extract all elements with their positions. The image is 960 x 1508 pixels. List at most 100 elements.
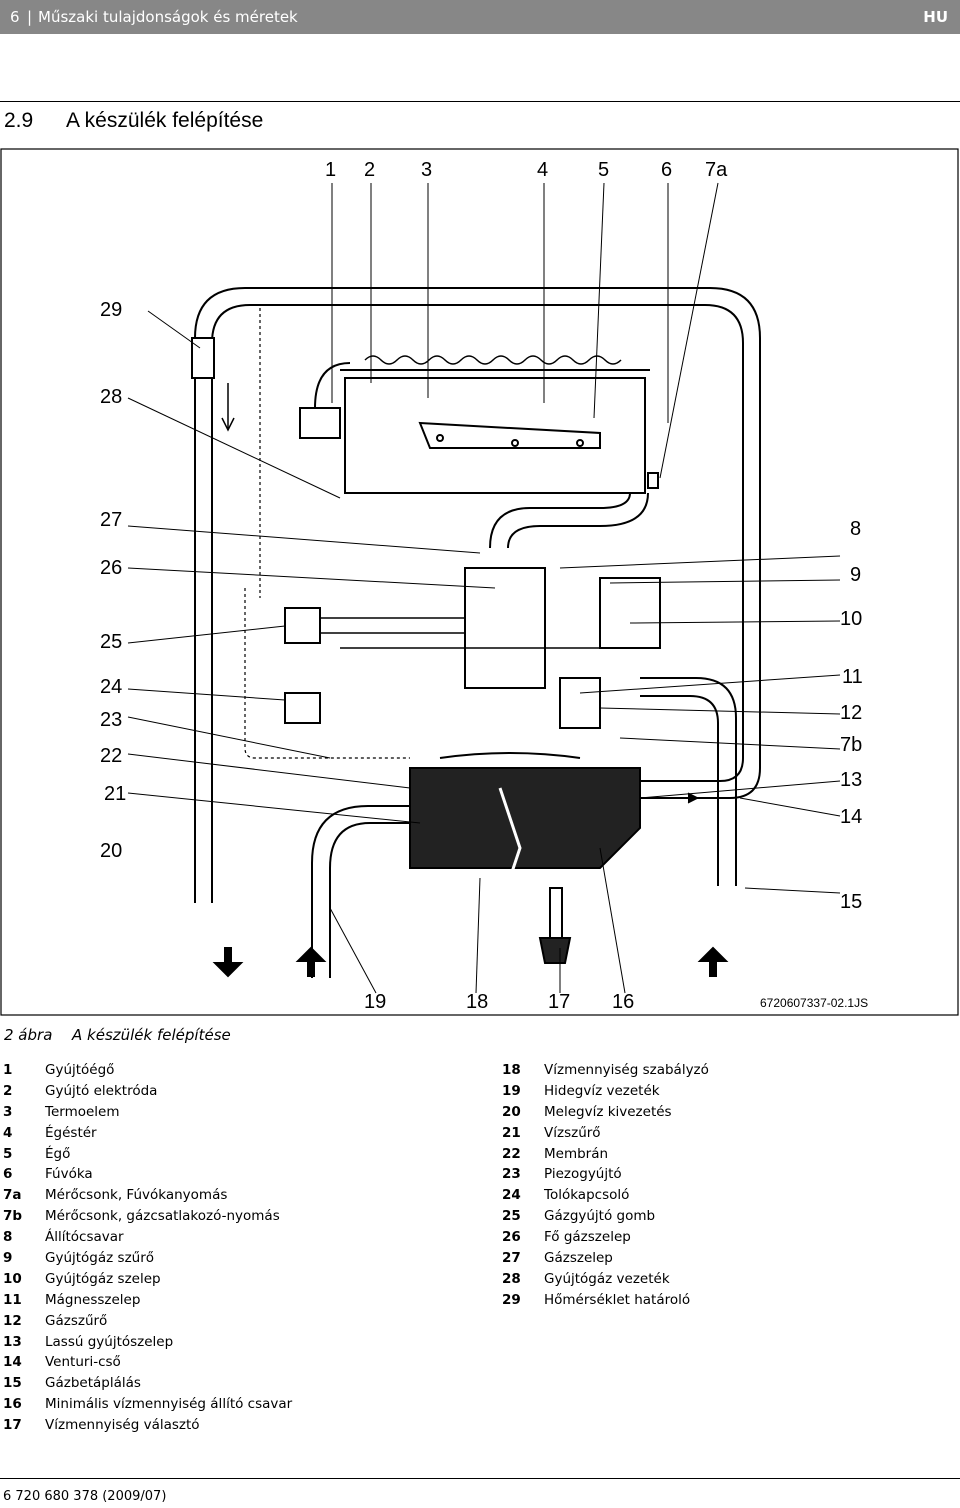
legend-key: 28	[502, 1270, 521, 1287]
legend-row: 13 Lassú gyújtószelep	[3, 1332, 292, 1353]
legend-row: 14 Venturi-cső	[3, 1352, 292, 1373]
legend-label: Melegvíz kivezetés	[544, 1103, 672, 1120]
legend-key: 17	[3, 1417, 22, 1434]
callout-6: 6	[661, 159, 672, 181]
legend-key: 2	[3, 1082, 13, 1099]
legend-row: 10 Gyújtógáz szelep	[3, 1269, 292, 1290]
legend-label: Lassú gyújtószelep	[45, 1333, 174, 1350]
callout-23: 23	[100, 709, 122, 731]
callout-21: 21	[104, 783, 126, 805]
callout-15: 15	[840, 891, 862, 913]
callout-14: 14	[840, 806, 862, 828]
callout-18: 18	[466, 991, 488, 1013]
callout-10: 10	[840, 608, 862, 630]
legend-key: 8	[3, 1229, 13, 1246]
callout-2: 2	[364, 159, 375, 181]
legend-label: Termoelem	[45, 1103, 120, 1120]
section-rule	[0, 101, 960, 102]
legend-row: 19 Hidegvíz vezeték	[502, 1081, 709, 1102]
legend-row: 1 Gyújtóégő	[3, 1060, 292, 1081]
callout-29: 29	[100, 299, 122, 321]
section-title: A készülék felépítése	[66, 109, 264, 132]
legend-key: 23	[502, 1166, 521, 1183]
legend-label: Gázszűrő	[45, 1312, 108, 1329]
legend-key: 16	[3, 1396, 22, 1413]
appliance-diagram: 1 2 3 4 5 6 7a 29 28 27 26 25 24 23 22 2…	[0, 148, 960, 1018]
footer-rule	[0, 1478, 960, 1479]
legend-label: Gyújtó elektróda	[45, 1082, 158, 1099]
legend-label: Gyújtóégő	[45, 1062, 115, 1078]
legend-label: Hidegvíz vezeték	[544, 1082, 660, 1099]
callout-12: 12	[840, 702, 862, 724]
page-header: 6 | Műszaki tulajdonságok és méretek HU	[0, 0, 960, 34]
callout-17: 17	[548, 991, 570, 1013]
legend-key: 15	[3, 1375, 22, 1392]
legend-key: 7a	[3, 1187, 22, 1204]
legend-key: 20	[502, 1103, 521, 1120]
legend-row: 20 Melegvíz kivezetés	[502, 1102, 709, 1123]
callout-28: 28	[100, 386, 122, 408]
legend-key: 1	[3, 1062, 13, 1078]
callout-11: 11	[842, 666, 863, 688]
legend-label: Membrán	[544, 1145, 609, 1162]
legend-label: Gázbetáplálás	[45, 1375, 141, 1392]
legend-key: 10	[3, 1270, 22, 1287]
callout-labels: 1 2 3 4 5 6 7a 29 28 27 26 25 24 23 22 2…	[100, 159, 868, 1013]
legend-row: 16 Minimális vízmennyiség állító csavar	[3, 1394, 292, 1415]
callout-4: 4	[537, 159, 548, 181]
figure-code: 6720607337-02.1JS	[760, 996, 868, 1010]
leader-lines	[127, 182, 841, 994]
legend-label: Gyújtógáz szelep	[45, 1270, 161, 1287]
legend-label: Hőmérséklet határoló	[544, 1291, 691, 1308]
legend-label: Gázgyújtó gomb	[544, 1208, 656, 1225]
callout-3: 3	[421, 159, 432, 181]
legend-key: 6	[3, 1166, 13, 1183]
legend-label: Venturi-cső	[45, 1354, 121, 1371]
legend-key: 21	[502, 1124, 521, 1141]
legend-key: 9	[3, 1250, 13, 1267]
legend-label: Égő	[45, 1145, 71, 1162]
legend-label: Tolókapcsoló	[544, 1187, 630, 1204]
callout-9: 9	[850, 564, 861, 586]
figure-frame	[0, 148, 959, 1016]
figure-caption-text: A készülék felépítése	[72, 1026, 231, 1044]
legend-label: Minimális vízmennyiség állító csavar	[45, 1396, 293, 1413]
legend-key: 29	[502, 1291, 521, 1308]
legend-key: 14	[3, 1354, 22, 1371]
legend-label: Fő gázszelep	[544, 1229, 631, 1246]
diagram-drawing	[191, 287, 761, 978]
legend-key: 13	[3, 1333, 22, 1350]
legend-label: Égéstér	[45, 1124, 97, 1141]
legend-row: 15 Gázbetáplálás	[3, 1373, 292, 1394]
legend-label: Gyújtógáz vezeték	[544, 1270, 670, 1287]
legend-row: 29 Hőmérséklet határoló	[502, 1290, 709, 1311]
callout-25: 25	[100, 631, 122, 653]
callout-22: 22	[100, 745, 122, 767]
legend-label: Vízmennyiség választó	[45, 1417, 200, 1434]
legend-key: 12	[3, 1312, 22, 1329]
callout-24: 24	[100, 676, 122, 698]
callout-27: 27	[100, 509, 122, 531]
legend-label: Gázszelep	[544, 1250, 613, 1267]
legend-key: 19	[502, 1082, 521, 1099]
legend-label: Mérőcsonk, gázcsatlakozó-nyomás	[45, 1208, 280, 1225]
callout-13: 13	[840, 769, 862, 791]
callout-20: 20	[100, 840, 122, 862]
callout-1: 1	[325, 159, 336, 181]
legend-row: 28 Gyújtógáz vezeték	[502, 1269, 709, 1290]
